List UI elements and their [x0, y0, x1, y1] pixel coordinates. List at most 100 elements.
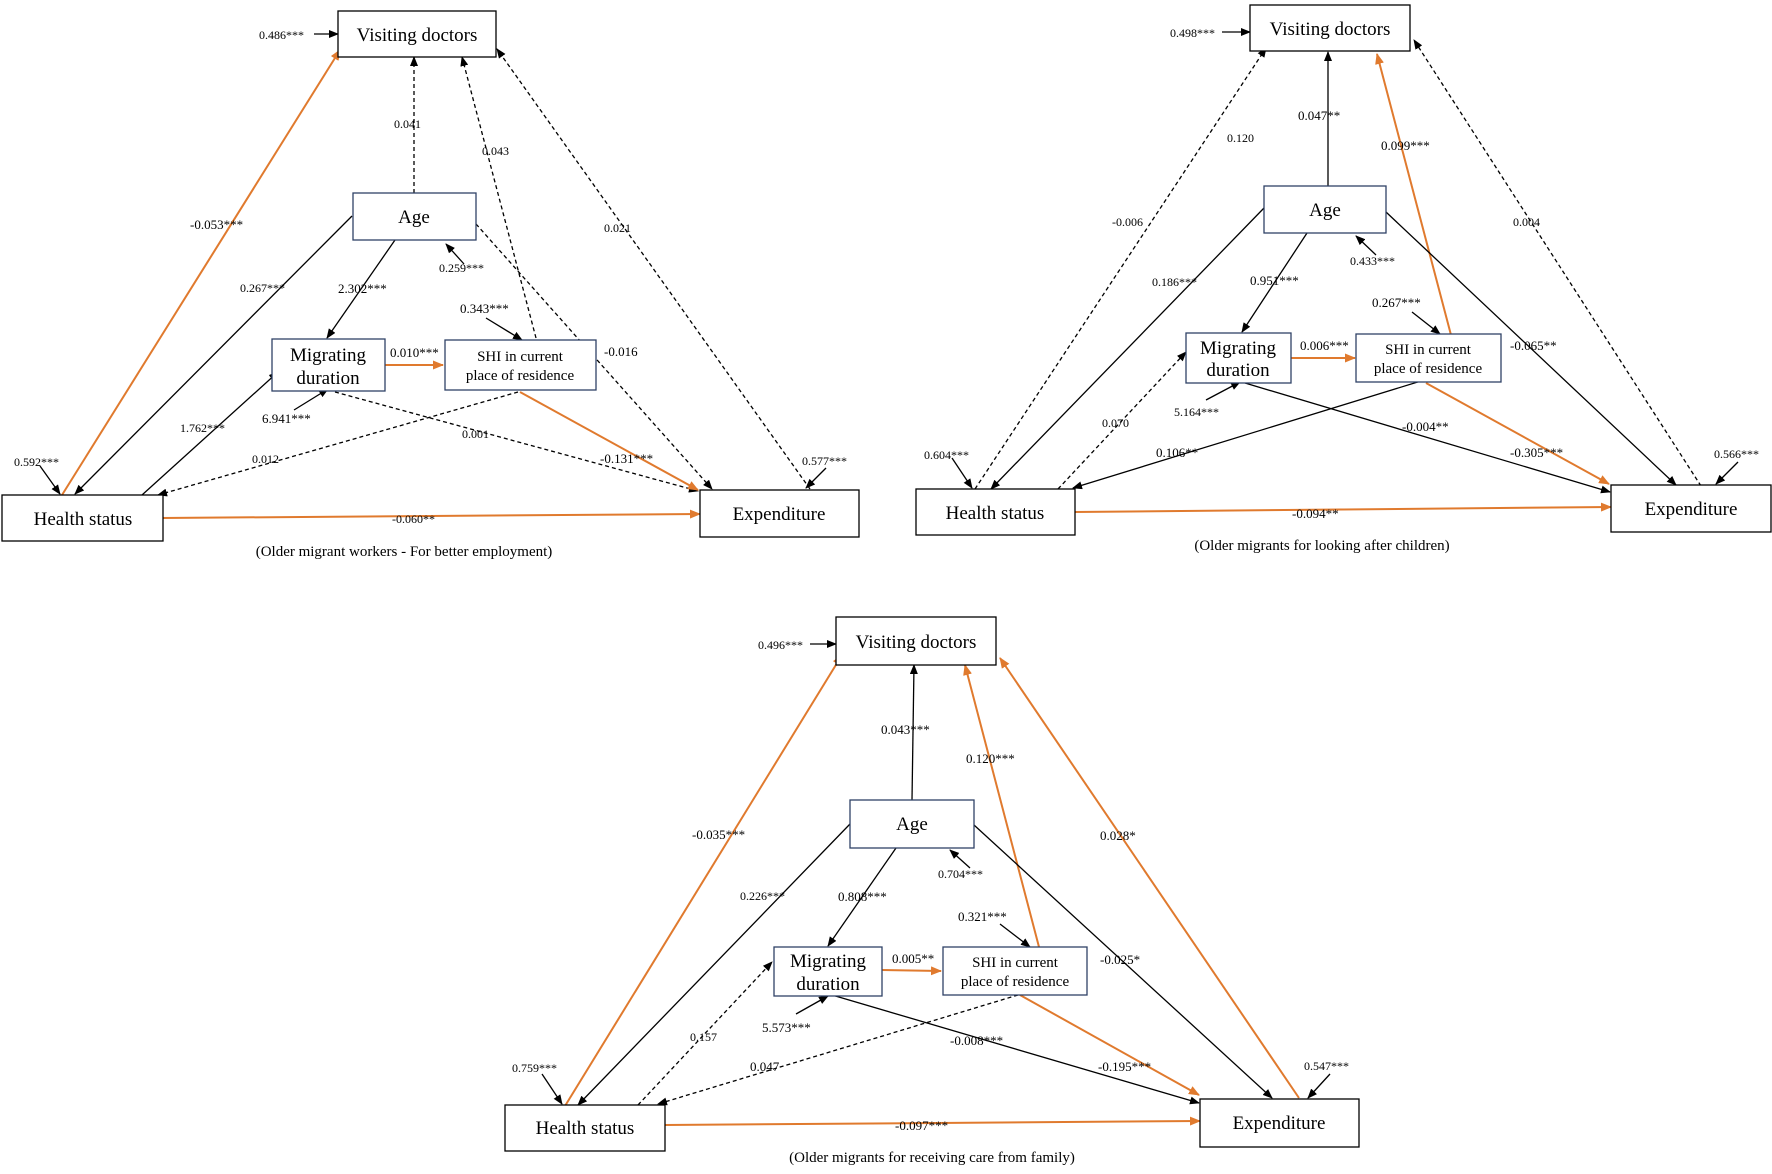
coef: -0.006: [1112, 215, 1143, 229]
edge-shi-health: [657, 994, 1019, 1106]
edge-age-mig: [1241, 232, 1308, 333]
coef: 0.005**: [892, 951, 934, 966]
node-shi-label-2: place of residence: [466, 368, 575, 384]
node-migrating-label-2: duration: [796, 974, 860, 995]
node-health-status-label: Health status: [946, 503, 1045, 524]
coef: 0.010***: [390, 345, 439, 360]
coef: -0.035***: [692, 827, 745, 842]
err-expenditure: [805, 467, 827, 489]
node-expenditure: [1610, 484, 1772, 533]
coef: 0.120***: [966, 751, 1015, 766]
coef: 0.070: [1102, 416, 1129, 430]
err-health: [39, 465, 61, 495]
err-mig: [1205, 381, 1241, 401]
coef: 0.486***: [259, 28, 304, 42]
coef: 0.433***: [1350, 254, 1395, 268]
edge-mig-shi: [881, 966, 942, 976]
coef: 6.941***: [262, 411, 311, 426]
coef: 0.547***: [1304, 1059, 1349, 1073]
coef: 5.164***: [1174, 405, 1219, 419]
node-shi-label-1: SHI in current: [972, 955, 1059, 971]
edge-health-mig: [1057, 351, 1187, 490]
node-visiting-doctors-label: Visiting doctors: [1270, 19, 1391, 40]
edge-exp-visiting: [496, 48, 811, 490]
node-shi: [942, 946, 1088, 996]
coef: -0.195***: [1098, 1059, 1151, 1074]
edge-mig-exp: [831, 994, 1200, 1105]
node-health-status-label: Health status: [536, 1118, 635, 1139]
edge-age-exp: [1385, 211, 1677, 486]
panel-caption: (Older migrants for looking after childr…: [1194, 538, 1449, 554]
node-migrating-duration: [271, 338, 386, 392]
coef: 0.343***: [460, 301, 509, 316]
coef: 0.759***: [512, 1061, 557, 1075]
edge-shi-visiting: [1375, 53, 1452, 336]
edge-health-mig: [141, 371, 279, 496]
node-visiting-doctors-label: Visiting doctors: [357, 25, 478, 46]
edge-shi-exp: [1425, 382, 1610, 485]
node-migrating-label-2: duration: [296, 368, 360, 389]
coef: 0.004: [1513, 215, 1540, 229]
coef: -0.065**: [1510, 338, 1557, 353]
err-age: [445, 243, 465, 265]
coef: -0.131***: [600, 451, 653, 466]
coef: 0.951***: [1250, 273, 1299, 288]
node-health-status-label: Health status: [34, 509, 133, 530]
node-age: [849, 799, 975, 849]
coef: 0.028*: [1100, 828, 1136, 843]
edge-age-mig: [326, 239, 396, 339]
err-age: [949, 849, 971, 869]
node-visiting-doctors: [1249, 4, 1411, 52]
node-age: [352, 192, 477, 241]
edge-shi-health: [157, 391, 519, 497]
coef: 0.577***: [802, 454, 847, 468]
coef: 0.012: [252, 452, 279, 466]
edge-age-visiting: [909, 664, 918, 801]
coef: -0.016: [604, 344, 638, 359]
node-age: [1263, 185, 1387, 234]
err-shi: [485, 317, 523, 341]
coef: 1.762***: [180, 421, 225, 435]
coef: -0.008***: [950, 1033, 1003, 1048]
node-age-label: Age: [398, 207, 430, 228]
coef: 0.267***: [240, 281, 285, 295]
coef: 0.498***: [1170, 26, 1215, 40]
err-health: [951, 457, 973, 489]
node-migrating-duration: [1185, 332, 1292, 384]
coef: 0.021: [604, 221, 631, 235]
coef: -0.025*: [1100, 952, 1140, 967]
coef: 0.704***: [938, 867, 983, 881]
coef: -0.097***: [895, 1118, 948, 1133]
err-expenditure: [1307, 1073, 1331, 1099]
coef: 0.267***: [1372, 295, 1421, 310]
coef: 0.047: [750, 1059, 780, 1074]
edge-age-health: [577, 823, 851, 1106]
panel-caption: (Older migrant workers - For better empl…: [256, 544, 553, 560]
panel-3: Visiting doctors Age Migrating duration …: [504, 616, 1360, 1166]
err-mig: [293, 388, 329, 411]
node-migrating-label-1: Migrating: [790, 951, 866, 972]
edge-health-mig: [637, 961, 773, 1106]
edge-shi-health: [1072, 380, 1422, 490]
node-visiting-doctors: [337, 10, 497, 58]
node-migrating-duration: [773, 946, 883, 997]
node-expenditure: [699, 489, 860, 538]
coef: 0.186***: [1152, 275, 1197, 289]
panel-1: Visiting doctors Age Migrating duration …: [1, 10, 860, 560]
node-shi: [444, 339, 597, 391]
coef: 0.808***: [838, 889, 887, 904]
coef: -0.053***: [190, 217, 243, 232]
panel-caption: (Older migrants for receiving care from …: [789, 1150, 1075, 1166]
edge-age-exp: [973, 824, 1273, 1099]
err-expenditure: [1715, 461, 1739, 485]
node-health-status: [504, 1104, 666, 1152]
node-age-label: Age: [1309, 200, 1341, 221]
edge-health-exp: [1074, 502, 1612, 513]
coef: -0.094**: [1292, 506, 1339, 521]
coef: 0.043: [482, 144, 509, 158]
coef: 0.120: [1227, 131, 1254, 145]
edge-health-visiting: [61, 49, 341, 496]
err-mig: [795, 995, 829, 1015]
